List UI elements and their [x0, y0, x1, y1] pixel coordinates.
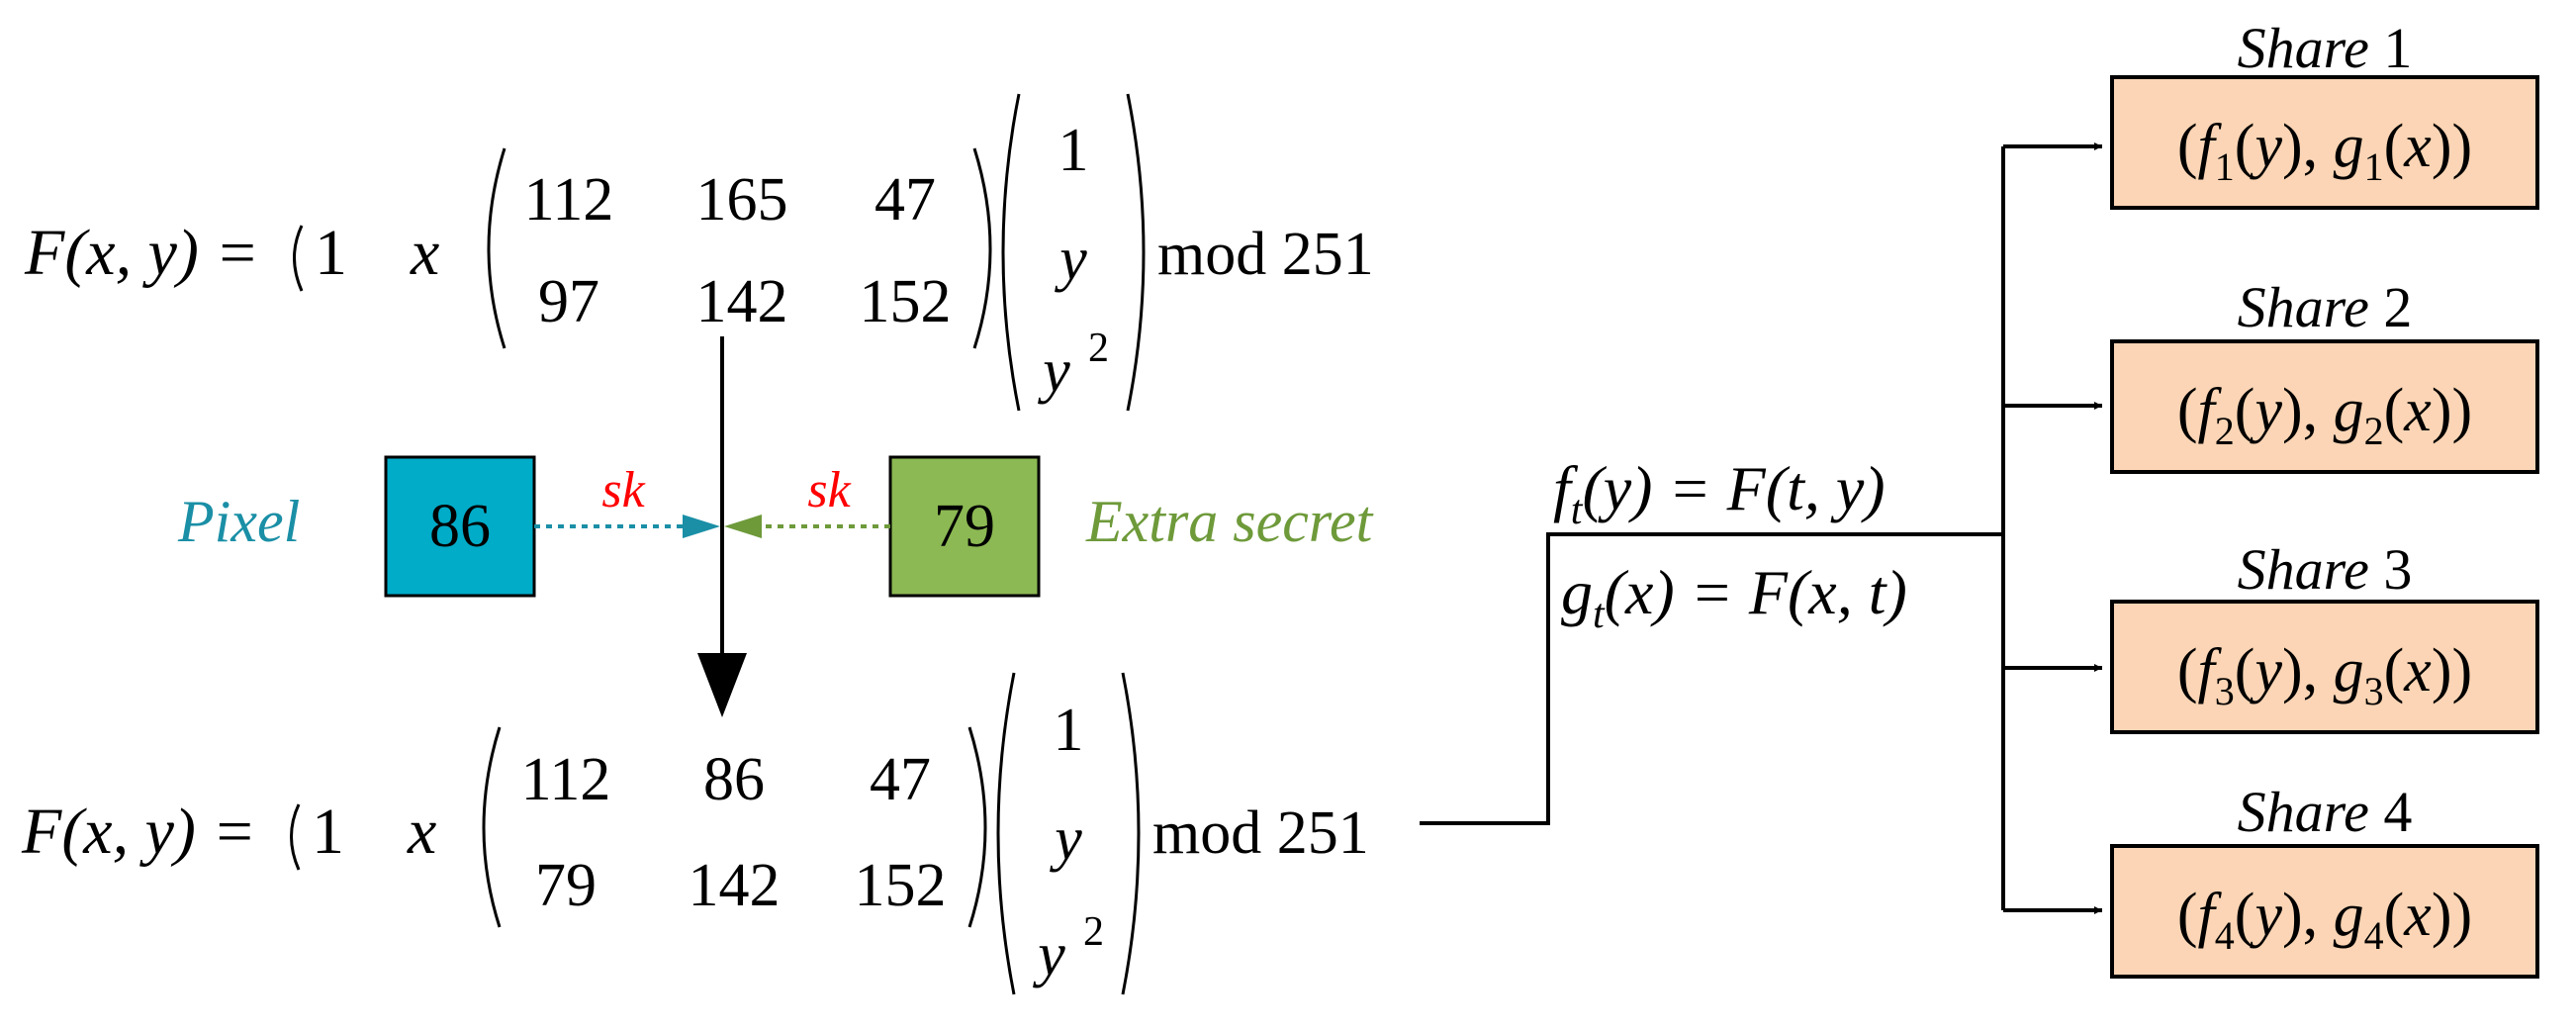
pixel-group: Pixel 86 sk: [177, 455, 720, 598]
matrix-paren-left: [487, 147, 506, 349]
column-paren-right: [1121, 672, 1141, 995]
column-entry: y: [1049, 805, 1082, 873]
equation-bottom: F(x, y) = 1 x 112 86 47 79 142 152 1 y y…: [21, 672, 1369, 995]
equation-top-lhs: F(x, y) =: [24, 217, 259, 289]
row-vector-x: x: [407, 796, 436, 868]
share-2: Share 2 (f2(y), g2(x)): [2110, 275, 2539, 474]
connector-line: [1420, 532, 2003, 825]
matrix-cell: 112: [521, 746, 611, 813]
share-title: Share 2: [2238, 275, 2413, 339]
pixel-arrowhead: [683, 515, 720, 538]
column-entry: y: [1054, 226, 1087, 293]
secret-key-label: sk: [807, 462, 851, 518]
share-box: [2110, 844, 2539, 979]
secret-box: [888, 455, 1041, 598]
matrix-cell: 47: [870, 746, 931, 813]
matrix-cell: 152: [860, 268, 952, 335]
substitution-arrowhead: [697, 653, 747, 717]
share-title: Share 3: [2238, 537, 2413, 602]
secret-label: Extra secret: [1085, 489, 1374, 554]
f-function: ft(y) = F(t, y): [1553, 453, 1886, 533]
row-paren-left: [293, 225, 304, 292]
matrix-cell: 86: [703, 746, 765, 813]
matrix-cell: 142: [689, 852, 781, 919]
column-entry: 1: [1058, 117, 1089, 184]
matrix-cell: 79: [535, 852, 597, 919]
share-title: Share 1: [2238, 16, 2413, 80]
matrix-paren-right: [972, 147, 992, 349]
column-entry: y: [1037, 337, 1070, 405]
column-paren-right: [1126, 93, 1146, 412]
column-paren-left: [996, 672, 1016, 995]
matrix-cell: 47: [874, 166, 936, 234]
pixel-label: Pixel: [177, 489, 300, 554]
share-4: Share 4 (f4(y), g4(x)): [2110, 780, 2539, 979]
row-vector-x: x: [410, 217, 439, 289]
share-box: [2110, 600, 2539, 734]
column-entry: y: [1032, 921, 1065, 988]
g-function: gt(x) = F(x, t): [1561, 557, 1907, 637]
column-exponent: 2: [1083, 909, 1104, 955]
equation-top: F(x, y) = 1 x 112 165 47 97 142 152 1 y …: [24, 93, 1374, 412]
secret-arrowhead: [724, 515, 762, 538]
mod-text: mod 251: [1152, 799, 1369, 867]
matrix-cell: 142: [696, 268, 788, 335]
matrix-cell: 152: [855, 852, 947, 919]
share-title: Share 4: [2238, 780, 2413, 844]
column-entry: 1: [1054, 697, 1084, 764]
mod-text: mod 251: [1157, 221, 1374, 288]
pixel-value: 86: [429, 493, 491, 560]
column-paren-left: [1001, 93, 1021, 412]
column-exponent: 2: [1088, 326, 1109, 371]
share-formula: (f4(y), g4(x)): [2177, 882, 2472, 958]
row-vector-1: 1: [315, 217, 347, 289]
extra-secret-group: 79 sk Extra secret: [724, 455, 1374, 598]
row-vector-1: 1: [312, 796, 344, 868]
share-formula: (f3(y), g3(x)): [2177, 637, 2472, 713]
matrix-cell: 112: [524, 166, 614, 234]
secret-value: 79: [934, 493, 995, 560]
share-box: [2110, 75, 2539, 210]
equation-bottom-lhs: F(x, y) =: [21, 796, 256, 868]
pixel-key-label: sk: [601, 462, 645, 518]
matrix-paren-right: [967, 726, 987, 928]
share-box: [2110, 339, 2539, 474]
matrix-paren-left: [482, 726, 502, 928]
matrix-cell: 97: [538, 268, 599, 335]
share-1: Share 1 (f1(y), g1(x)): [2110, 16, 2539, 210]
row-paren-left: [290, 803, 301, 871]
share-3: Share 3 (f3(y), g3(x)): [2110, 537, 2539, 734]
matrix-cell: 165: [696, 166, 788, 234]
split-functions: ft(y) = F(t, y) gt(x) = F(x, t): [1553, 453, 1907, 637]
